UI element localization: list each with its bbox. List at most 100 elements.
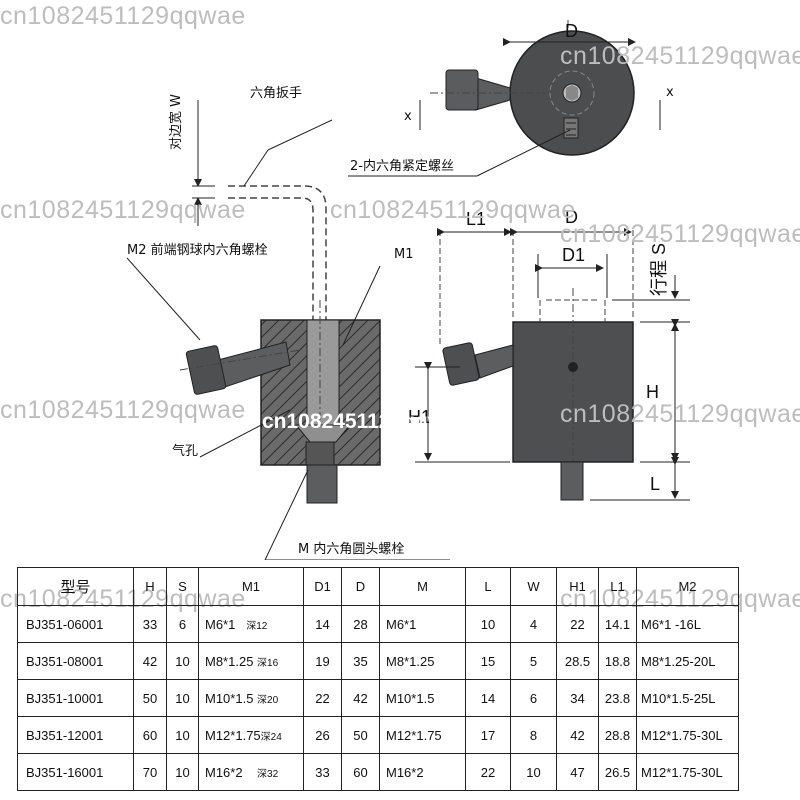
cell-d: 42 bbox=[341, 679, 380, 717]
watermark: cn1082451129qqwae bbox=[560, 400, 800, 428]
m1-thread: M16*2 bbox=[205, 764, 243, 780]
table-row: BJ351-16001 70 10 M16*2 深32 33 60 M16*2 … bbox=[17, 753, 739, 791]
col-header: H1 bbox=[556, 567, 599, 606]
cell-h1: 22 bbox=[556, 605, 599, 643]
col-header: L bbox=[465, 567, 511, 606]
label-top-d: D bbox=[565, 21, 578, 41]
col-header: D bbox=[341, 567, 380, 606]
cell-m1: M6*1 深12 bbox=[198, 605, 304, 643]
cell-l: 15 bbox=[465, 642, 511, 680]
cell-l1: 18.8 bbox=[598, 642, 637, 680]
cell-l1: 28.8 bbox=[598, 716, 637, 754]
cell-l: 14 bbox=[465, 679, 511, 717]
cell-l1: 14.1 bbox=[598, 605, 637, 643]
cell-w: 6 bbox=[510, 679, 557, 717]
col-header: 型号 bbox=[17, 567, 134, 606]
cell-m: M16*2 bbox=[379, 753, 466, 791]
col-header: L1 bbox=[598, 567, 637, 606]
cell-model: BJ351-06001 bbox=[17, 605, 134, 643]
cell-m1: M8*1.25 深16 bbox=[198, 642, 304, 680]
label-l: L bbox=[650, 474, 661, 494]
technical-drawing bbox=[126, 20, 690, 560]
cell-w: 5 bbox=[510, 642, 557, 680]
m1-depth: 深20 bbox=[257, 694, 279, 706]
col-header: W bbox=[510, 567, 557, 606]
col-header: S bbox=[166, 567, 199, 606]
cell-w: 4 bbox=[510, 605, 557, 643]
label-h: H bbox=[646, 382, 659, 402]
m1-depth: 深24 bbox=[260, 731, 282, 743]
cell-h: 50 bbox=[133, 679, 167, 717]
cell-model: BJ351-10001 bbox=[17, 679, 134, 717]
m1-thread: M8*1.25 bbox=[205, 653, 254, 669]
setscrew-leader bbox=[348, 129, 571, 177]
cell-m2: M10*1.5-25L bbox=[636, 679, 739, 717]
cell-m: M12*1.75 bbox=[379, 716, 466, 754]
side-view bbox=[415, 228, 690, 501]
watermark: cn1082451129qqwae bbox=[0, 396, 246, 424]
cell-h1: 34 bbox=[556, 679, 599, 717]
label-m-bolt: M 内六角圆头螺栓 bbox=[298, 542, 405, 557]
col-header: H bbox=[133, 567, 167, 606]
label-stroke: 行程 S bbox=[649, 242, 669, 296]
cell-m1: M16*2 深32 bbox=[198, 753, 304, 791]
cell-d1: 19 bbox=[303, 642, 342, 680]
watermark: cn1082451129qqwae bbox=[0, 196, 246, 224]
cell-m1: M10*1.5 深20 bbox=[198, 679, 304, 717]
label-l1: L1 bbox=[466, 209, 487, 229]
cell-s: 10 bbox=[166, 679, 199, 717]
cell-h: 60 bbox=[133, 716, 167, 754]
label-setscrew: 2-内六角紧定螺丝 bbox=[350, 159, 454, 174]
table-row: BJ351-06001 33 6 M6*1 深12 14 28 M6*1 10 … bbox=[17, 605, 739, 643]
m1-thread: M12*1.75 bbox=[205, 727, 261, 743]
cell-m2: M12*1.75-30L bbox=[636, 753, 739, 791]
section-view bbox=[126, 257, 450, 560]
table-header-row: 型号 H S M1 D1 D M L W H1 L1 M2 bbox=[17, 567, 739, 606]
m1-depth: 深12 bbox=[246, 620, 268, 632]
watermark: cn1082451129qqwae bbox=[560, 220, 800, 248]
cell-m2: M6*1 -16L bbox=[636, 605, 739, 643]
watermark: cn1082451129qqwae bbox=[330, 196, 576, 224]
table-row: BJ351-10001 50 10 M10*1.5 深20 22 42 M10*… bbox=[17, 679, 739, 717]
watermark: cn1082451129qqwae bbox=[560, 42, 800, 70]
m1-thread: M6*1 bbox=[205, 616, 236, 632]
spec-table: 型号 H S M1 D1 D M L W H1 L1 M2 BJ351-0600… bbox=[17, 567, 739, 791]
label-top-x-right: x bbox=[666, 85, 674, 100]
cell-d1: 33 bbox=[303, 753, 342, 791]
cell-l: 17 bbox=[465, 716, 511, 754]
label-top-x-left: x bbox=[404, 109, 412, 124]
cell-m: M8*1.25 bbox=[379, 642, 466, 680]
label-side-d: D bbox=[565, 207, 578, 227]
label-air-hole: 气孔 bbox=[172, 444, 199, 459]
cell-model: BJ351-08001 bbox=[17, 642, 134, 680]
cell-d1: 22 bbox=[303, 679, 342, 717]
cell-l: 22 bbox=[465, 753, 511, 791]
col-header: M1 bbox=[198, 567, 304, 606]
cell-h1: 42 bbox=[556, 716, 599, 754]
cell-h: 42 bbox=[133, 642, 167, 680]
cell-model: BJ351-16001 bbox=[17, 753, 134, 791]
cell-s: 10 bbox=[166, 642, 199, 680]
label-m2-bolt: M2 前端钢球内六角螺栓 bbox=[127, 243, 268, 258]
cell-d: 35 bbox=[341, 642, 380, 680]
cell-m1: M12*1.75深24 bbox=[198, 716, 304, 754]
col-header: M bbox=[379, 567, 466, 606]
cell-d: 28 bbox=[341, 605, 380, 643]
table-row: BJ351-08001 42 10 M8*1.25 深16 19 35 M8*1… bbox=[17, 642, 739, 680]
cell-model: BJ351-12001 bbox=[17, 716, 134, 754]
hex-wrench bbox=[192, 100, 333, 320]
watermark-center: cn1082451129qqwae bbox=[262, 410, 468, 433]
label-m1: M1 bbox=[394, 247, 414, 262]
cell-m2: M12*1.75-30L bbox=[636, 716, 739, 754]
col-header: M2 bbox=[636, 567, 739, 606]
m1-depth: 深16 bbox=[257, 657, 279, 669]
cell-d1: 14 bbox=[303, 605, 342, 643]
label-hex-wrench: 六角扳手 bbox=[250, 86, 303, 101]
cell-l: 10 bbox=[465, 605, 511, 643]
cell-w: 8 bbox=[510, 716, 557, 754]
cell-d1: 26 bbox=[303, 716, 342, 754]
cell-s: 10 bbox=[166, 753, 199, 791]
cell-m2: M8*1.25-20L bbox=[636, 642, 739, 680]
cell-d: 60 bbox=[341, 753, 380, 791]
table-row: BJ351-12001 60 10 M12*1.75深24 26 50 M12*… bbox=[17, 716, 739, 754]
